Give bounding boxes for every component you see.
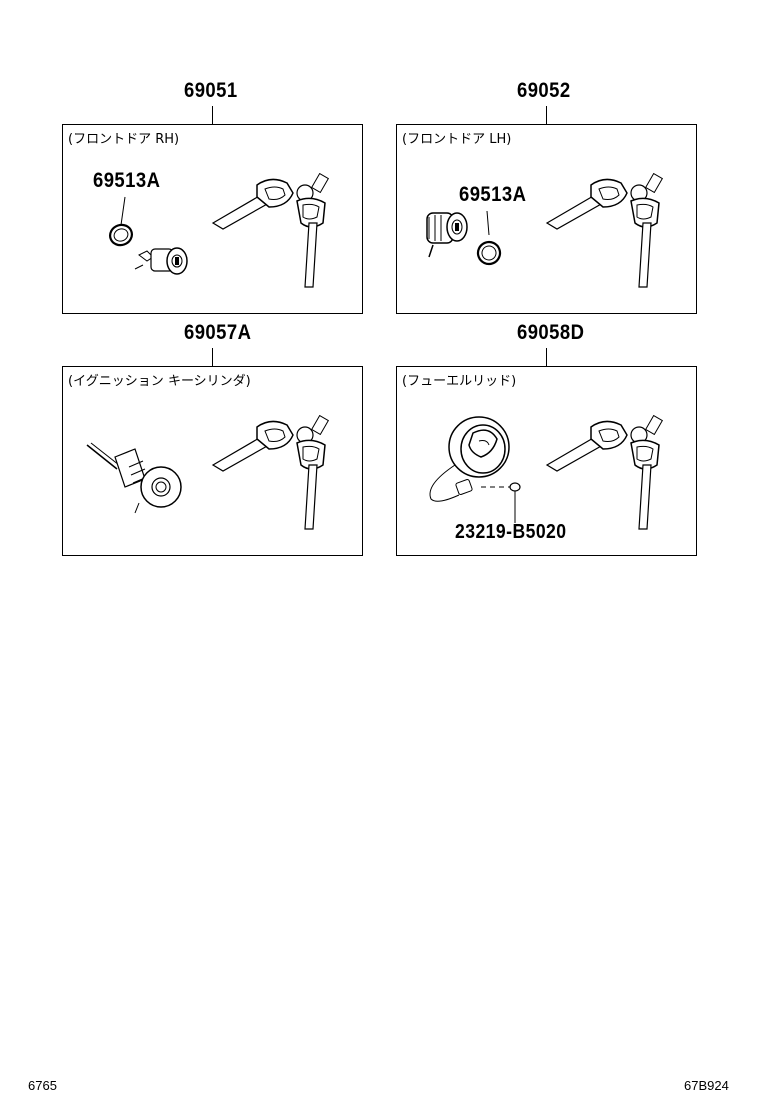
- callout-69513a: 69513A: [459, 183, 527, 206]
- callout-23219-b5020: 23219-B5020: [455, 521, 567, 543]
- key-pair-icon: [211, 414, 330, 530]
- leader-line: [212, 348, 213, 366]
- fuel-cap-illustration: [429, 414, 664, 530]
- leader-line: [212, 106, 213, 124]
- box-title: (フロントドア LH): [402, 132, 512, 147]
- parts-box-front-door-lh: (フロントドア LH) 69513A: [396, 124, 697, 314]
- footer-left-code: 6765: [28, 1078, 57, 1093]
- box-title: (イグニッション キーシリンダ): [68, 374, 251, 389]
- ignition-cylinder-illustration: [86, 414, 330, 530]
- lock-cylinder-icon: [426, 212, 468, 258]
- part-number-69052: 69052: [517, 79, 571, 102]
- ring-icon: [109, 223, 133, 247]
- part-number-69058d: 69058D: [517, 321, 585, 344]
- leader-line: [546, 106, 547, 124]
- parts-box-fuel-lid: (フューエルリッド) 23219-B5020: [396, 366, 697, 556]
- box-title: (フューエルリッド): [402, 374, 517, 389]
- door-lock-rh-illustration: [109, 172, 330, 288]
- key-pair-icon: [545, 172, 664, 288]
- parts-box-ignition-key-cylinder: (イグニッション キーシリンダ): [62, 366, 363, 556]
- ring-icon: [476, 240, 502, 266]
- key-pair-icon: [545, 414, 664, 530]
- footer-right-code: 67B924: [684, 1078, 729, 1093]
- door-lock-lh-illustration: [426, 172, 664, 288]
- ignition-cylinder-icon: [86, 442, 182, 514]
- leader-line: [546, 348, 547, 366]
- fuel-cap-icon: [429, 416, 510, 502]
- pin-icon: [481, 482, 521, 523]
- box-title: (フロントドア RH): [68, 132, 180, 147]
- key-pair-icon: [211, 172, 330, 288]
- lock-cylinder-icon: [134, 247, 188, 275]
- callout-69513a: 69513A: [93, 169, 161, 192]
- parts-box-front-door-rh: (フロントドア RH) 69513A: [62, 124, 363, 314]
- part-number-69051: 69051: [184, 79, 238, 102]
- part-number-69057a: 69057A: [184, 321, 252, 344]
